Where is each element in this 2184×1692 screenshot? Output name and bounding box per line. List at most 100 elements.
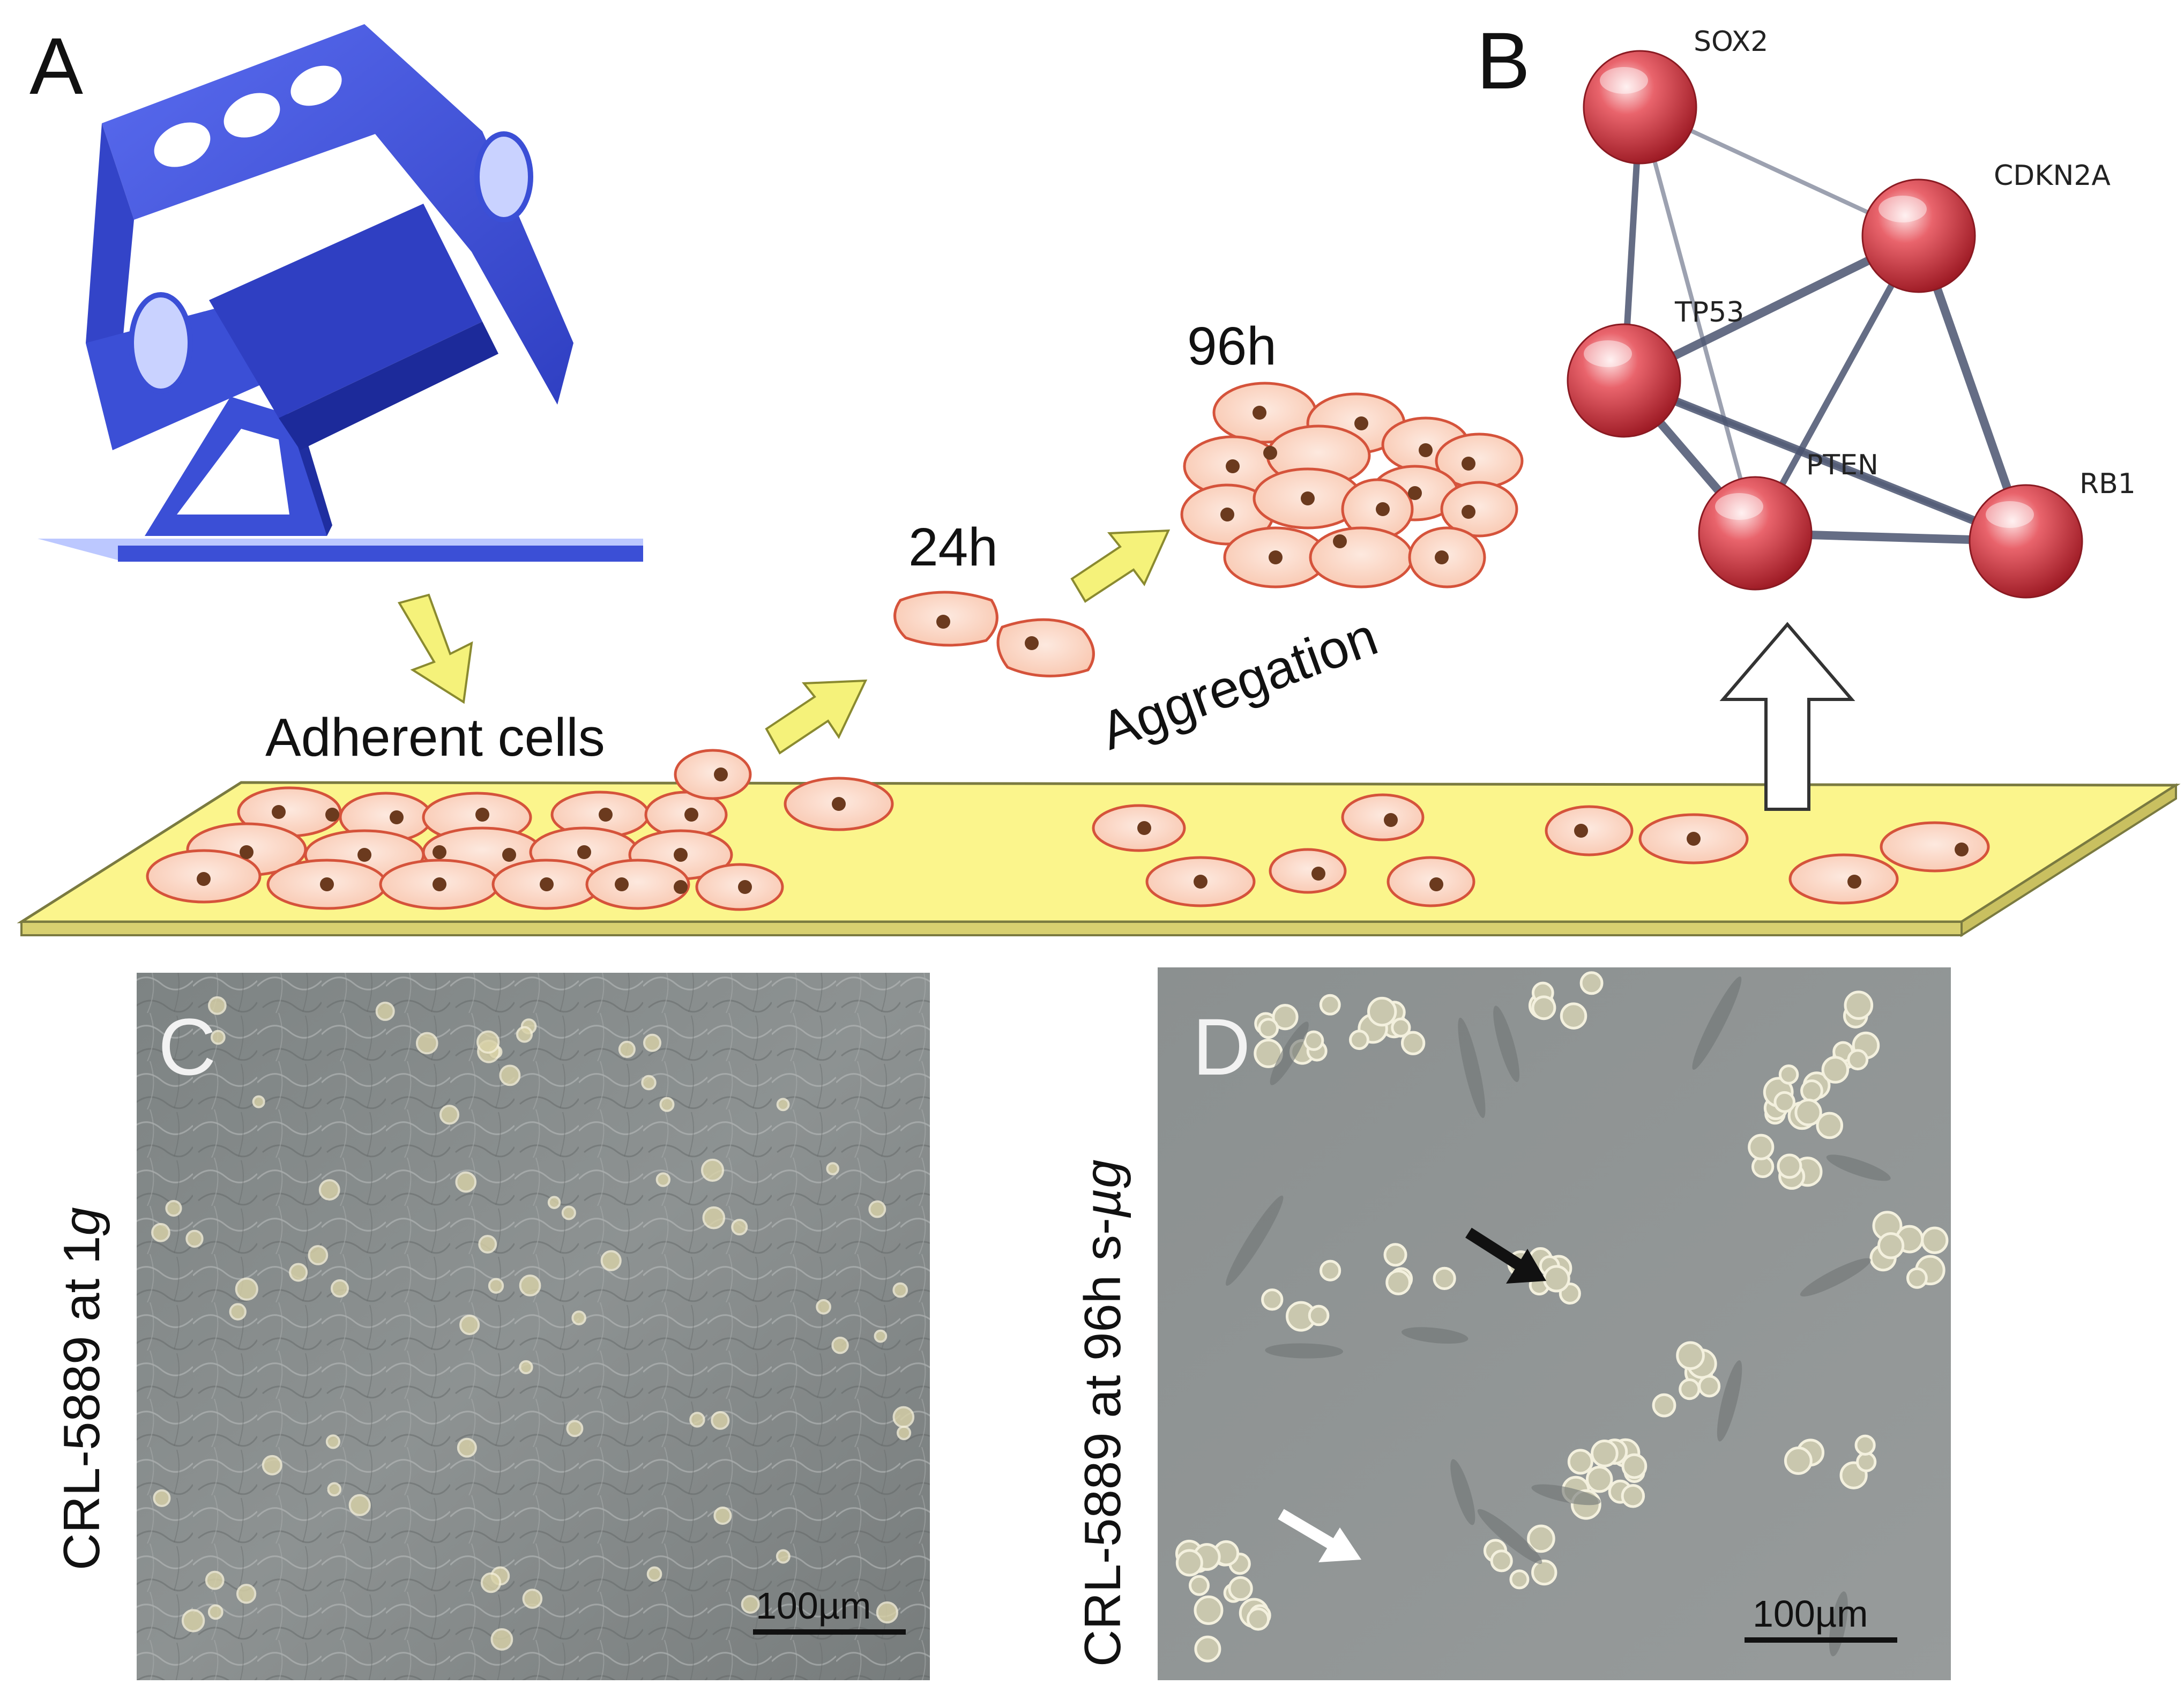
micrograph-bright-cell <box>457 1437 477 1458</box>
micrograph-bright-cell <box>700 1158 725 1182</box>
micrograph-spindle-cell <box>1270 1022 1309 1085</box>
micrograph-bright-cell <box>646 1566 662 1582</box>
micrograph-cluster-cell <box>1676 1341 1705 1370</box>
micrograph-spindle-cell <box>1800 1258 1871 1297</box>
micrograph-spindle-cell <box>1531 1484 1601 1505</box>
micrograph-bright-cell <box>439 1105 460 1125</box>
micrograph-bright-cell <box>713 1507 732 1525</box>
micrograph-bright-cell <box>330 1279 349 1298</box>
micrograph-bright-cell <box>210 1030 226 1045</box>
micrograph-bright-cell <box>892 1406 915 1428</box>
micrograph-cluster-cell <box>1816 1112 1844 1139</box>
micrograph-cluster-cell <box>1194 1635 1221 1663</box>
micrograph-bright-cell <box>415 1032 438 1055</box>
black-arrow-icon <box>1465 1227 1546 1284</box>
micrograph-cluster-cell <box>1567 1449 1593 1475</box>
arrow-down-icon <box>397 593 473 704</box>
micrograph-cluster-cell <box>1308 1305 1330 1326</box>
micrograph-cluster-cell <box>1652 1393 1676 1418</box>
micrograph-cluster-cell <box>1579 971 1604 995</box>
arrow-up-right-icon <box>765 679 868 755</box>
network-edge-rb1-tp53 <box>1623 378 2027 543</box>
micrograph-c-texture <box>137 973 930 1680</box>
nuclei-96h <box>1220 406 1475 564</box>
micrograph-cluster-cell <box>1621 1453 1648 1479</box>
micrograph-cluster-cell <box>1261 1288 1284 1311</box>
micrograph-spindle-cell <box>1458 1017 1486 1119</box>
micrograph-bright-cell <box>318 1179 340 1201</box>
micrograph-spindle-cell <box>1826 1154 1891 1181</box>
micrograph-cluster-cell <box>1272 1004 1299 1031</box>
network-node-tp53 <box>1567 323 1681 438</box>
micrograph-bright-cell <box>205 1570 225 1590</box>
micrograph-cluster-cell <box>1527 1524 1555 1553</box>
micrograph-cluster-cell <box>1679 1378 1701 1400</box>
micrograph-cluster-cell <box>1906 1267 1928 1289</box>
micrograph-bright-cell <box>776 1098 790 1112</box>
network-node-label-tp53: TP53 <box>1674 296 1744 329</box>
micrograph-bright-cell <box>641 1075 657 1091</box>
micrograph-bright-cell <box>643 1033 661 1052</box>
network-node-label-cdkn2a: CDKN2A <box>1994 160 2111 192</box>
network-node-cdkn2a <box>1861 178 1976 293</box>
micrograph-cluster-cell <box>1794 1098 1822 1127</box>
adherent-nuclei <box>197 767 752 894</box>
network-node-highlight <box>1986 501 2034 528</box>
micrograph-cluster-cell <box>1319 1259 1341 1281</box>
random-positioning-machine-icon <box>38 24 643 562</box>
panel-b-letter: B <box>1477 16 1530 106</box>
micrograph-bright-cell <box>252 1095 265 1108</box>
arrow-up-hollow-icon <box>1719 622 1855 811</box>
micrograph-spindle-cell <box>1477 1509 1542 1564</box>
micrograph-spindle-cell <box>1265 1343 1344 1359</box>
micrograph-bright-cell <box>522 1589 543 1609</box>
cells-96h-aggregate <box>1180 382 1524 588</box>
micrograph-cluster-cell <box>1349 1030 1369 1050</box>
micrograph-bright-cell <box>236 1584 257 1604</box>
micrograph-cluster-cell <box>1490 1549 1513 1572</box>
micrograph-bright-cell <box>235 1277 258 1301</box>
micrograph-bright-cell <box>547 1196 561 1209</box>
micrograph-bright-cell <box>892 1282 908 1298</box>
micrograph-bright-cell <box>459 1315 480 1336</box>
micrograph-bright-cell <box>289 1263 308 1282</box>
micrograph-bright-cell <box>816 1299 831 1315</box>
arrow-up-right-icon-2 <box>1070 529 1171 603</box>
micrograph-bright-cell <box>478 1235 497 1254</box>
micrograph-bright-cell <box>655 1172 671 1187</box>
micrograph-cluster-cell <box>1391 1017 1411 1038</box>
network-node-label-sox2: SOX2 <box>1694 26 1768 58</box>
micrograph-bright-cell <box>348 1494 371 1516</box>
micrograph-cluster-cell <box>1921 1226 1949 1254</box>
micrograph-bright-cell <box>229 1303 247 1321</box>
micrograph-bright-cell <box>731 1219 748 1236</box>
micrograph-bright-cell <box>897 1426 912 1441</box>
micrograph-cluster-cell <box>1560 1002 1587 1030</box>
micrograph-cluster-cell <box>1748 1134 1775 1160</box>
micrograph-bright-cell <box>702 1206 726 1229</box>
micrograph-cluster-cell <box>1877 1232 1905 1259</box>
micrograph-cluster-cell <box>1383 1243 1407 1267</box>
micrograph-cluster-cell <box>1698 1375 1721 1398</box>
micrograph-bright-cell <box>571 1310 586 1325</box>
micrograph-cluster-cell <box>1400 1031 1426 1055</box>
micrograph-bright-cell <box>826 1162 839 1175</box>
micrograph-cluster-cell <box>1800 1079 1823 1102</box>
micrograph-cluster-cell <box>1621 1484 1645 1508</box>
adherent-cells-label: Adherent cells <box>265 707 605 767</box>
micrograph-bright-cell <box>600 1250 622 1271</box>
network-node-highlight <box>1715 493 1763 520</box>
micrograph-cluster-cell <box>1585 1465 1613 1493</box>
panel-c-letter: C <box>158 1002 216 1092</box>
panel-a: A <box>17 21 2181 937</box>
micrograph-cluster-cell <box>1854 1434 1876 1456</box>
panel-d-caption: CRL-5889 at 96h s-µg <box>1074 1160 1131 1667</box>
micrograph-bright-cell <box>207 1604 223 1620</box>
micrograph-cluster-cell <box>1385 1270 1411 1295</box>
micrograph-bright-cell <box>185 1229 204 1248</box>
micrograph-cluster-cell <box>1590 1439 1619 1467</box>
micrograph-bright-cell <box>874 1329 888 1343</box>
micrograph-spindle-cell <box>1226 1195 1284 1286</box>
micrograph-bright-cell <box>689 1412 705 1428</box>
